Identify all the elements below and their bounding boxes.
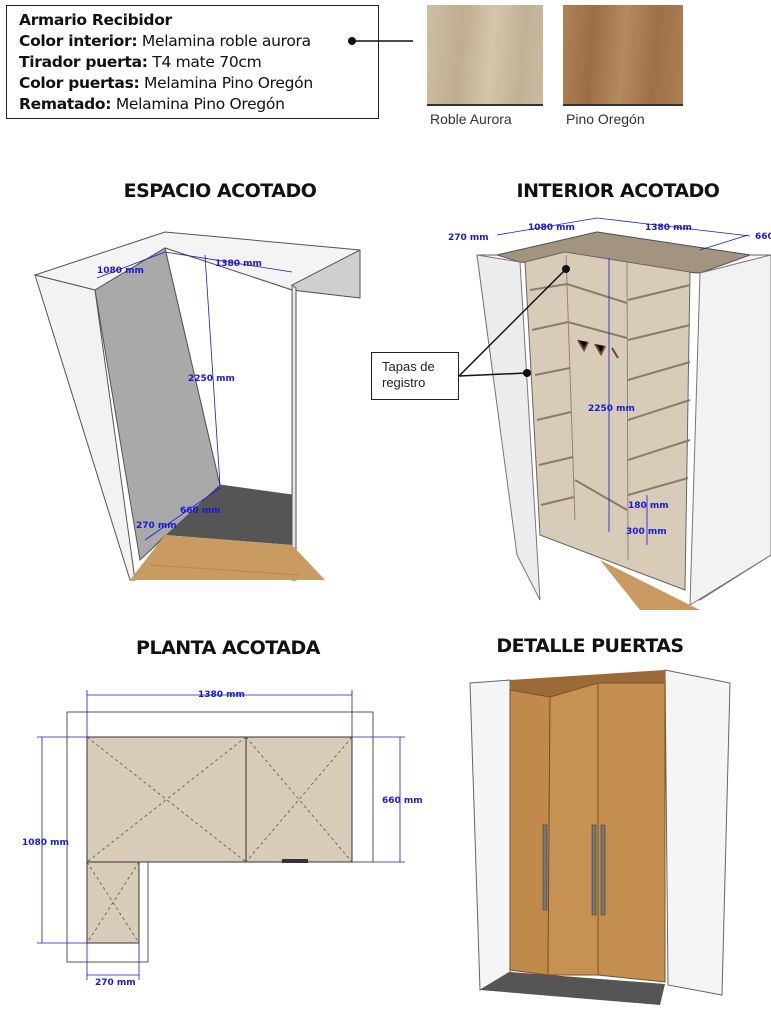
interior-back	[524, 251, 691, 591]
dim-1080: 1080 mm	[22, 838, 69, 848]
dim-270: 270 mm	[448, 233, 489, 243]
callout-dot	[523, 369, 531, 377]
hangers	[577, 339, 619, 359]
floor-line	[149, 564, 301, 576]
wood-floor	[130, 535, 325, 580]
info-row-tirador: Tirador puerta: T4 mate 70cm	[19, 53, 262, 71]
callout-line	[458, 372, 528, 377]
espacio-drawing: 1080 mm 1380 mm 2250 mm 660 mm 270 mm	[33, 231, 361, 581]
dim-300: 300 mm	[626, 527, 667, 537]
dim-line	[204, 254, 221, 486]
floor-base	[480, 972, 665, 1005]
dim-660: 660 mm	[382, 796, 423, 806]
dim-660: 660	[755, 232, 771, 242]
dim-1380: 1380 mm	[215, 259, 262, 269]
divider	[565, 254, 576, 521]
right-wall	[291, 284, 297, 581]
swatch-label-pino: Pino Oregón	[566, 111, 645, 127]
swatch-pino-oregon	[563, 5, 683, 106]
dim-line	[144, 487, 221, 541]
dim-1080: 1080 mm	[97, 266, 144, 276]
right-side-panel	[689, 254, 771, 606]
callout-tapas-registro: Tapas de registro	[371, 352, 459, 400]
dim-660: 660 mm	[180, 506, 221, 516]
title-puertas: DETALLE PUERTAS	[496, 635, 684, 657]
title-interior: INTERIOR ACOTADO	[516, 180, 720, 202]
info-box: Armario Recibidor Color interior: Melami…	[6, 5, 379, 119]
dim-line	[96, 251, 166, 279]
callout-dot	[562, 265, 570, 273]
title-espacio: ESPACIO ACOTADO	[123, 180, 317, 202]
dim-270: 270 mm	[95, 978, 136, 988]
info-row-rematado: Rematado: Melamina Pino Oregón	[19, 95, 285, 113]
dim-1080: 1080 mm	[528, 223, 575, 233]
door-handle	[542, 824, 548, 911]
swatch-roble-aurora	[427, 5, 543, 106]
dim-2250: 2250 mm	[188, 374, 235, 384]
floor-shadow	[140, 485, 292, 560]
info-row-interior: Color interior: Melamina roble aurora	[19, 32, 311, 50]
dim-270: 270 mm	[136, 521, 177, 531]
dim-1380: 1380 mm	[198, 690, 245, 700]
dim-1380: 1380 mm	[645, 223, 692, 233]
shelves	[529, 282, 691, 511]
info-row-puertas: Color puertas: Melamina Pino Oregón	[19, 74, 313, 92]
dim-line	[164, 251, 293, 273]
dim-lines	[496, 217, 751, 545]
puertas-drawing	[469, 669, 731, 1005]
door-right	[597, 682, 666, 983]
door-swing-lines	[86, 736, 353, 944]
door-handle	[600, 824, 606, 916]
door-handle	[591, 824, 597, 916]
planta-drawing: 1380 mm 660 mm 1080 mm 270 mm	[22, 690, 423, 988]
right-wall	[664, 669, 731, 996]
interior-drawing: 270 mm 1080 mm 1380 mm 660 2250 mm 180 m…	[448, 217, 771, 610]
left-wall	[469, 679, 511, 991]
wood-floor	[600, 560, 700, 610]
title-planta: PLANTA ACOTADA	[136, 637, 320, 659]
callout-line	[458, 268, 567, 377]
plan-dim-lines	[37, 690, 405, 980]
swatch-label-roble: Roble Aurora	[430, 111, 512, 127]
handle	[282, 859, 308, 863]
door-middle	[547, 682, 599, 976]
dim-180: 180 mm	[628, 501, 669, 511]
door-frame-top	[510, 670, 665, 697]
divider	[626, 261, 629, 561]
info-title: Armario Recibidor	[19, 11, 172, 29]
plan-panel	[245, 736, 353, 863]
dim-2250: 2250 mm	[588, 404, 635, 414]
